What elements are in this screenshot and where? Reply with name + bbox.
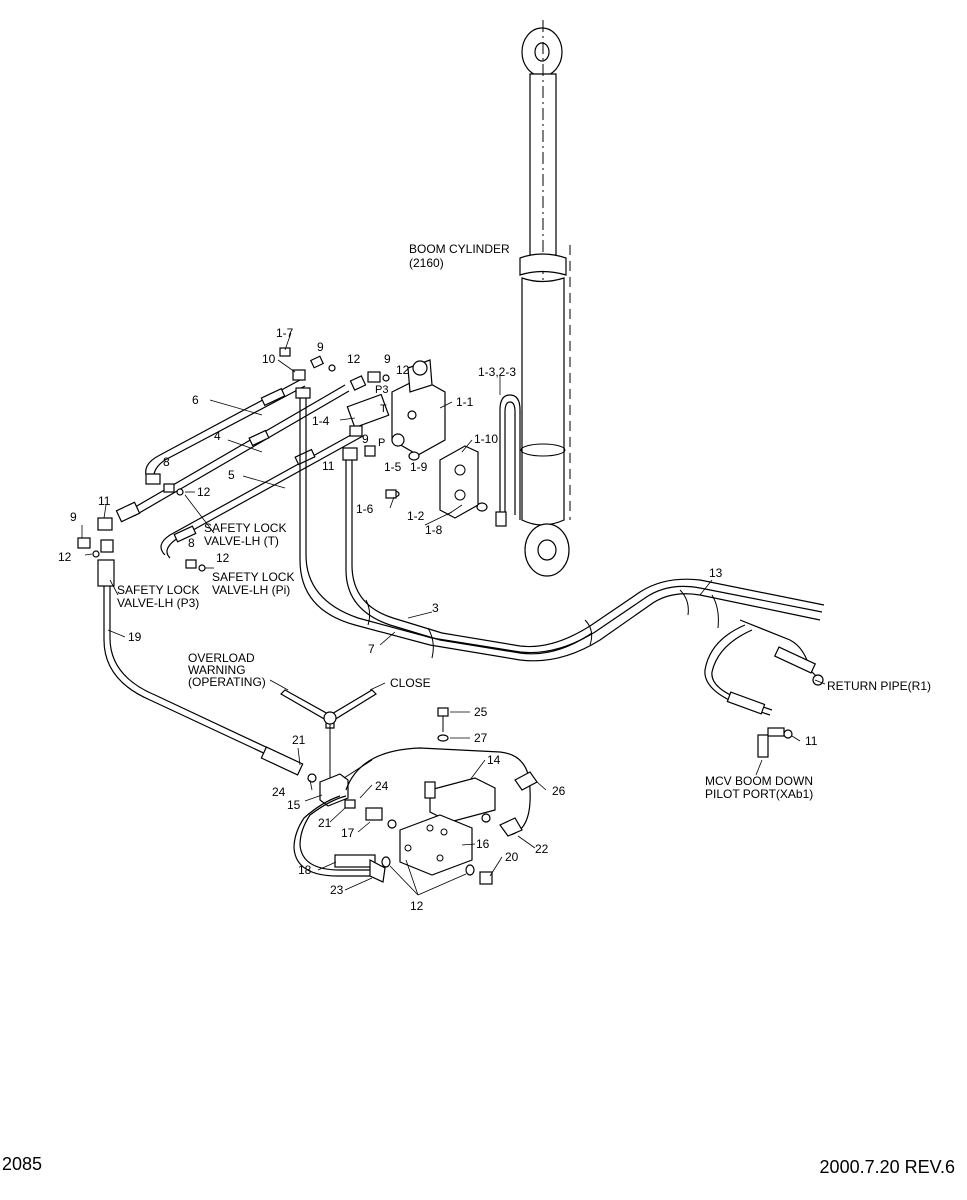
mcv-boom-down-line1: MCV BOOM DOWN: [705, 774, 813, 788]
callout-21-a: 21: [292, 733, 306, 747]
overload-warning-line1: OVERLOAD: [188, 651, 255, 665]
safety-lock-p3-line1: SAFETY LOCK: [117, 583, 199, 597]
callout-12-b: 12: [396, 363, 410, 377]
callout-24-a: 24: [272, 785, 286, 799]
callout-22: 22: [535, 842, 549, 856]
callout-1-9: 1-9: [410, 460, 428, 474]
callout-12-e: 12: [216, 551, 230, 565]
annotation-labels: BOOM CYLINDER (2160) SAFETY LOCK VALVE-L…: [117, 242, 931, 801]
callout-8-b: 8: [188, 536, 195, 550]
safety-lock-pi-line1: SAFETY LOCK: [212, 570, 294, 584]
callout-8-a: 8: [163, 455, 170, 469]
long-return-hoses: [365, 578, 825, 758]
callout-14: 14: [487, 753, 501, 767]
callout-1-6: 1-6: [356, 502, 374, 516]
close-label: CLOSE: [390, 676, 431, 690]
left-fittings: [77, 483, 206, 572]
callout-9-b: 9: [384, 352, 391, 366]
callout-12-c: 12: [197, 485, 211, 499]
callout-9-d: 9: [70, 510, 77, 524]
callout-11-a: 11: [322, 459, 335, 473]
callout-3: 3: [432, 601, 439, 615]
callout-1-7: 1-7: [276, 326, 294, 340]
callout-12-d: 12: [58, 550, 72, 564]
callout-6: 6: [192, 393, 199, 407]
callout-21-b: 21: [318, 816, 332, 830]
callout-16: 16: [476, 837, 490, 851]
callout-1-4: 1-4: [312, 414, 330, 428]
hose-19: [97, 559, 317, 783]
callout-7: 7: [368, 642, 375, 656]
callout-1-10: 1-10: [474, 432, 498, 446]
callout-19: 19: [128, 630, 142, 644]
boom-cylinder-label-line1: BOOM CYLINDER: [409, 242, 510, 256]
upper-hoses: [115, 347, 443, 646]
safety-lock-p3-line2: VALVE-LH (P3): [117, 596, 199, 610]
callout-20: 20: [505, 850, 519, 864]
safety-lock-t-line1: SAFETY LOCK: [204, 521, 286, 535]
callout-9-c: 9: [362, 432, 369, 446]
callout-18: 18: [298, 863, 312, 877]
callout-26: 26: [552, 784, 566, 798]
callout-25: 25: [474, 705, 488, 719]
lower-manifold-group: [280, 689, 538, 885]
u-return-pipe: [495, 394, 521, 527]
callout-27: 27: [474, 731, 488, 745]
callout-1-8: 1-8: [425, 523, 443, 537]
boom-cylinder: [519, 20, 571, 577]
callout-9-a: 9: [317, 340, 324, 354]
safety-lock-valve-assembly: T P3 P: [346, 359, 488, 519]
port-t-label: T: [380, 403, 387, 415]
overload-warning-line3: (OPERATING): [188, 675, 266, 689]
callout-11-c: 11: [805, 734, 818, 748]
callout-1-3-2-3: 1-3,2-3: [478, 365, 516, 379]
callout-5: 5: [228, 468, 235, 482]
port-p3-label: P3: [375, 384, 388, 396]
callout-12-a: 12: [347, 352, 361, 366]
callout-numbers: 1-7 10 9 12 9 12 6 1-4 1-1 1-3,2-3 4 1-1…: [58, 326, 818, 913]
callout-15: 15: [287, 798, 301, 812]
callout-13: 13: [709, 566, 723, 580]
callout-12-f: 12: [410, 899, 424, 913]
page-number: 2085: [2, 1154, 42, 1174]
port-p-label: P: [378, 437, 385, 449]
sheet-footer: 2085 2000.7.20 REV.6: [2, 1154, 955, 1177]
leader-lines: [81, 332, 826, 896]
safety-lock-t-line2: VALVE-LH (T): [204, 534, 279, 548]
mcv-boom-down-line2: PILOT PORT(XAb1): [705, 787, 813, 801]
callout-24-b: 24: [375, 779, 389, 793]
overload-warning-line2: WARNING: [188, 663, 246, 677]
callout-1-1: 1-1: [456, 395, 474, 409]
callout-4: 4: [214, 429, 221, 443]
boom-cylinder-label-line2: (2160): [409, 256, 444, 270]
return-pipe-label: RETURN PIPE(R1): [827, 679, 931, 693]
callout-11-b: 11: [98, 494, 111, 508]
callout-10: 10: [262, 352, 276, 366]
callout-23: 23: [330, 883, 344, 897]
callout-17: 17: [341, 826, 355, 840]
callout-1-5: 1-5: [384, 460, 402, 474]
revision-date: 2000.7.20 REV.6: [820, 1157, 955, 1177]
safety-lock-pi-line2: VALVE-LH (Pi): [212, 583, 290, 597]
callout-1-2: 1-2: [407, 509, 425, 523]
